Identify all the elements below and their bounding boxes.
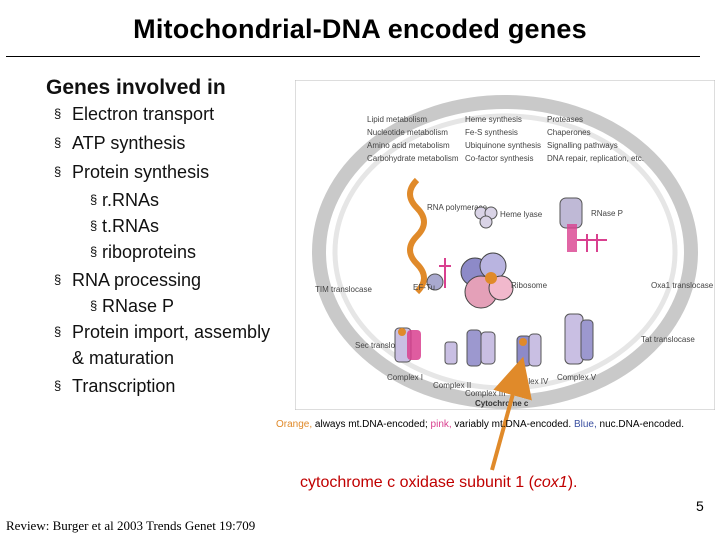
bullet-text: ATP synthesis bbox=[72, 133, 186, 153]
bullet-item: § Electron transport bbox=[54, 104, 214, 125]
complex-i-label: Complex I bbox=[387, 373, 423, 382]
pathway-label: Lipid metabolism bbox=[367, 115, 427, 124]
blue-keyword: Blue, bbox=[573, 419, 597, 430]
tat-translocase-label: Tat translocase bbox=[641, 335, 695, 344]
rna-polymerase-shape bbox=[407, 177, 427, 295]
heme-lyase-label: Heme lyase bbox=[500, 210, 543, 219]
complex-v-shape bbox=[564, 313, 594, 365]
pathway-column-3: Proteases Chaperones Signalling pathways… bbox=[547, 115, 644, 163]
sub-bullet-item: § riboproteins bbox=[90, 242, 196, 263]
bullet-marker: § bbox=[54, 272, 62, 287]
cox1-note-text: cytochrome c oxidase subunit 1 ( bbox=[300, 474, 534, 491]
bullet-text: Protein import, assembly bbox=[72, 322, 271, 342]
pathway-label: Co-factor synthesis bbox=[465, 154, 533, 163]
sub-bullet-item: § r.RNAs bbox=[90, 190, 159, 211]
complex-iii-label: Complex III bbox=[465, 389, 505, 398]
complex-ii-shape bbox=[444, 341, 458, 365]
ef-tu-shape bbox=[426, 258, 451, 291]
cox1-note-end: ). bbox=[567, 474, 578, 491]
rnase-p-label: RNase P bbox=[591, 209, 623, 218]
pathway-label: Carbohydrate metabolism bbox=[367, 154, 459, 163]
pathway-label: Amino acid metabolism bbox=[367, 141, 450, 150]
complex-v-label: Complex V bbox=[557, 373, 597, 382]
bullet-marker: § bbox=[90, 244, 98, 259]
bullet-marker: § bbox=[54, 378, 62, 393]
cox1-gene-name: cox1 bbox=[533, 474, 568, 491]
sec-translocase-label: Sec translocase bbox=[355, 341, 412, 350]
bullet-item: § RNA processing bbox=[54, 270, 201, 291]
bullet-item: § Transcription bbox=[54, 376, 175, 397]
pathway-label: Proteases bbox=[547, 115, 583, 124]
blue-description: nuc.DNA-encoded. bbox=[596, 419, 685, 430]
sub-bullet-item: § RNase P bbox=[90, 296, 174, 317]
complex-iii-shape bbox=[466, 329, 496, 367]
pathway-label: Fe-S synthesis bbox=[465, 128, 518, 137]
bullet-text: t.RNAs bbox=[102, 216, 160, 236]
title-underline bbox=[6, 56, 700, 57]
bullet-text: Electron transport bbox=[72, 104, 215, 124]
pathway-label: Signalling pathways bbox=[547, 141, 618, 150]
page-number: 5 bbox=[696, 498, 704, 514]
ef-tu-label: EF-Tu bbox=[413, 283, 435, 292]
bullet-item: § Protein synthesis bbox=[54, 162, 209, 183]
bullet-marker: § bbox=[54, 106, 62, 121]
cox1-note: cytochrome c oxidase subunit 1 (cox1). bbox=[300, 474, 577, 492]
bullet-item: § ATP synthesis bbox=[54, 133, 185, 154]
color-legend-caption: Orange, always mt.DNA-encoded; pink, var… bbox=[276, 419, 684, 430]
bullet-text: RNase P bbox=[102, 296, 175, 316]
tim-translocase-label: TIM translocase bbox=[315, 285, 372, 294]
bullet-marker: § bbox=[54, 135, 62, 150]
pointer-arrow bbox=[490, 356, 532, 471]
bullet-marker: § bbox=[90, 218, 98, 233]
complex-ii-label: Complex II bbox=[433, 381, 471, 390]
pink-description: variably mt.DNA-encoded. bbox=[451, 419, 574, 430]
heme-lyase-shape bbox=[474, 206, 498, 229]
bullet-marker: § bbox=[90, 192, 98, 207]
bullet-text: riboproteins bbox=[102, 242, 197, 262]
pathway-column-1: Lipid metabolism Nucleotide metabolism A… bbox=[367, 115, 459, 163]
pathway-label: Heme synthesis bbox=[465, 115, 522, 124]
pathway-label: Ubiquinone synthesis bbox=[465, 141, 541, 150]
bullet-item: § Protein import, assembly bbox=[54, 322, 270, 343]
cytochrome-c-label: Cytochrome c bbox=[475, 399, 529, 408]
pathway-label: Chaperones bbox=[547, 128, 591, 137]
bullet-text: RNA processing bbox=[72, 270, 202, 290]
pathway-column-2: Heme synthesis Fe-S synthesis Ubiquinone… bbox=[465, 115, 541, 163]
bullet-marker: § bbox=[54, 164, 62, 179]
bullet-text: r.RNAs bbox=[102, 190, 160, 210]
oxa1-translocase-label: Oxa1 translocase bbox=[651, 281, 714, 290]
bullet-marker: § bbox=[54, 324, 62, 339]
bullet-marker: § bbox=[90, 298, 98, 313]
bullet-text: Transcription bbox=[72, 376, 176, 396]
pathway-label: DNA repair, replication, etc. bbox=[547, 154, 644, 163]
orange-description: always mt.DNA-encoded; bbox=[312, 419, 431, 430]
rnase-p-shape bbox=[559, 197, 607, 252]
ribosome-shape bbox=[460, 252, 514, 309]
complex-i-shape bbox=[394, 327, 421, 363]
pathway-label: Nucleotide metabolism bbox=[367, 128, 448, 137]
orange-keyword: Orange, bbox=[276, 419, 313, 430]
mitochondrion-figure: Lipid metabolism Nucleotide metabolism A… bbox=[295, 80, 715, 410]
sub-bullet-item: § t.RNAs bbox=[90, 216, 159, 237]
bullet-continuation: & maturation bbox=[72, 348, 175, 368]
slide-title: Mitochondrial-DNA encoded genes bbox=[133, 14, 587, 44]
bullet-text: Protein synthesis bbox=[72, 162, 210, 182]
subheading: Genes involved in bbox=[46, 76, 226, 99]
citation: Review: Burger et al 2003 Trends Genet 1… bbox=[6, 518, 256, 533]
ribosome-label: Ribosome bbox=[511, 281, 548, 290]
pink-keyword: pink, bbox=[430, 419, 452, 430]
rna-polymerase-label: RNA polymerase bbox=[427, 203, 488, 212]
outer-membrane bbox=[312, 95, 698, 409]
